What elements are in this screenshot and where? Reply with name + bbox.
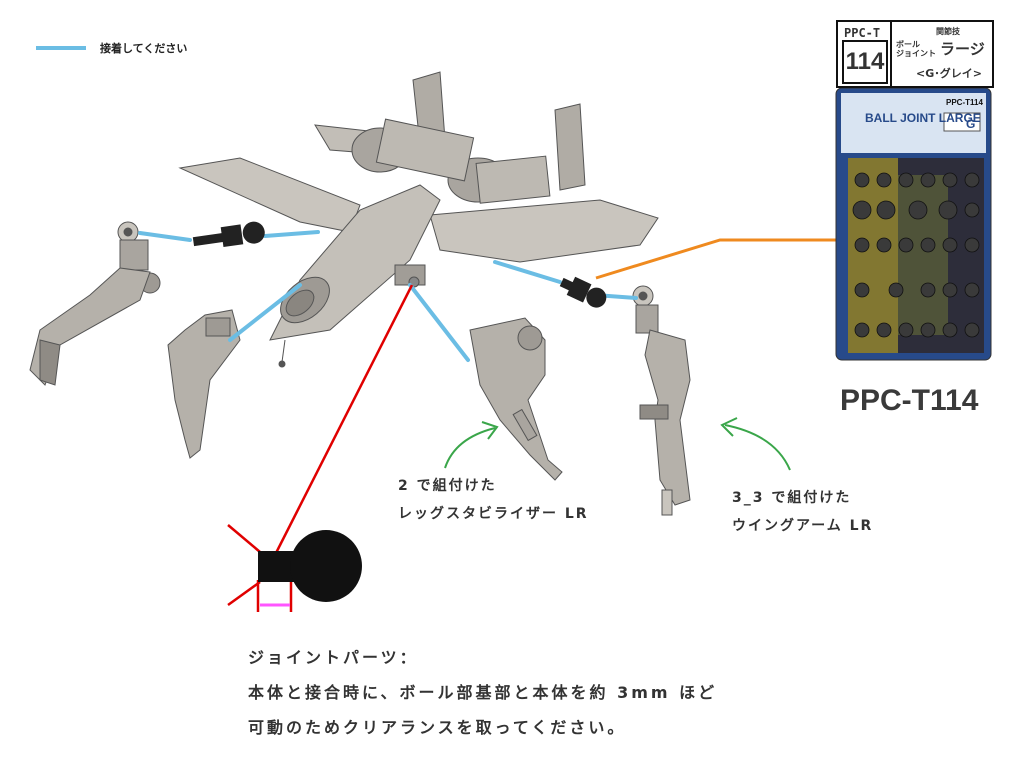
card-label: PPC-T114 [946, 98, 983, 107]
package-divider [890, 22, 892, 86]
package-product-name: ラージ [940, 40, 985, 58]
package-color-name: <G･グレイ> [916, 67, 982, 80]
wing-label-line2: ウイングアーム LR [732, 518, 874, 534]
leg-stabilizer-label: 2 で組付けた レッグスタビライザー LR [398, 472, 589, 528]
product-code-caption: PPC-T114 [840, 384, 979, 417]
note-line2: 可動のためクリアランスを取ってください。 [248, 718, 627, 737]
ball-joint-right [559, 276, 607, 308]
legend-swatch [36, 46, 86, 50]
joint-note: ジョイントパーツ： 本体と接合時に、ボール部基部と本体を約 3mm ほど 可動の… [248, 640, 717, 745]
wing-arm-label: 3_3 で組付けた ウイングアーム LR [732, 484, 873, 540]
green-arrows [444, 417, 791, 471]
ball-joint-parts [192, 221, 607, 308]
legend: 接着してください [36, 40, 187, 56]
right-leg-stabilizer-illustration [469, 317, 563, 481]
card-title: BALL JOINT LARGE [865, 111, 981, 125]
joint-detail-drawing [227, 284, 414, 612]
wing-label-line1: 3_3 で組付けた [732, 490, 852, 506]
left-leg-stabilizer-illustration [167, 309, 241, 459]
package-code-number: 114 [842, 40, 888, 84]
note-title: ジョイントパーツ： [248, 648, 419, 667]
package-card: BALL JOINT LARGE PPC-T114 G [835, 87, 992, 361]
ball-joint-left [192, 221, 265, 248]
left-wing-arm-illustration [29, 221, 161, 386]
right-wing-arm-illustration [632, 285, 691, 516]
package-subtitle: ボール ジョイント [896, 40, 936, 58]
package-code-prefix: PPC-T [844, 26, 881, 40]
leg-label-line1: 2 で組付けた [398, 478, 497, 494]
card-color-letter: G [966, 117, 975, 131]
package-label: PPC-T 114 関節技 ボール ジョイント ラージ <G･グレイ> [836, 20, 994, 88]
package-category: 関節技 [936, 27, 960, 36]
legend-label: 接着してください [100, 42, 188, 55]
leg-label-line2: レッグスタビライザー LR [398, 506, 589, 522]
aircraft-illustration [178, 71, 659, 368]
note-line1: 本体と接合時に、ボール部基部と本体を約 3mm ほど [248, 683, 718, 702]
